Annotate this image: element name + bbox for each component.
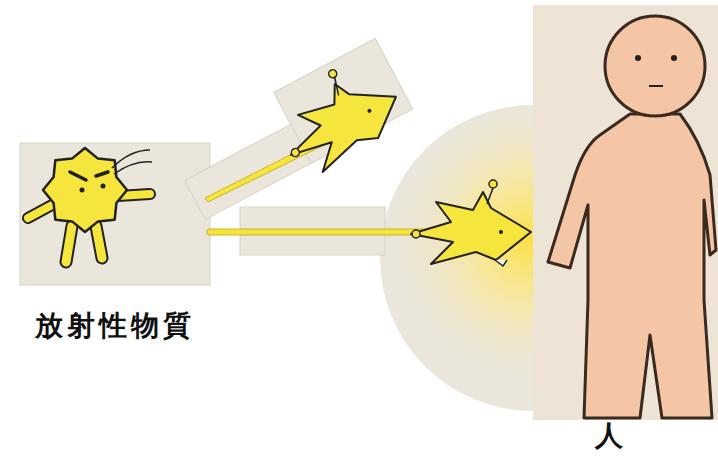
radiation-glow: [380, 105, 533, 411]
node-label: 放射性物質: [20, 309, 210, 343]
person-head: [605, 16, 705, 116]
upper-ray: [205, 49, 411, 202]
ray-creature-eye: [499, 230, 503, 234]
creature-body: [43, 148, 127, 232]
radioactive-creature: [28, 148, 152, 262]
creature-arm: [28, 205, 52, 218]
creature-arm-outline: [28, 205, 52, 218]
creature-leg-outline: [96, 226, 102, 258]
creature-brow: [96, 172, 108, 176]
node-label: 人: [595, 419, 718, 453]
ray-creature-tooth: [495, 260, 507, 266]
creature-leg: [96, 226, 102, 258]
upper-ray-panel: [168, 38, 413, 219]
ray-creature-eye: [367, 108, 372, 113]
ray-streak: [210, 230, 433, 235]
source-box: 放射性物質: [20, 143, 210, 343]
creature-leg: [66, 226, 72, 262]
radiation-ray: [210, 180, 531, 266]
creature-eye: [101, 184, 106, 189]
ray-creature: [265, 49, 411, 181]
creature-eye: [80, 188, 85, 193]
person-body: [548, 114, 716, 418]
person-mouth: [649, 85, 663, 87]
ray-creature-head: [411, 192, 531, 264]
ray-creature-arm: [487, 188, 493, 204]
ray-streak-edge: [210, 229, 433, 236]
person-eye: [635, 55, 641, 61]
creature-brow: [70, 172, 86, 180]
ray-creature-hand: [290, 147, 301, 158]
person-box: 人: [533, 5, 718, 453]
person-panel: [533, 5, 718, 420]
half-circle-panel: [380, 105, 533, 411]
ray-creature-body: [271, 61, 411, 181]
ray-creature-arm: [330, 77, 343, 95]
creature-whisker: [114, 162, 152, 174]
ray-creature-hand: [489, 180, 497, 188]
ray-creature-hand: [327, 68, 338, 79]
person-figure: [548, 16, 716, 418]
source-panel: [20, 143, 210, 285]
creature-leg-outline: [66, 226, 72, 262]
ray-creature-hand: [412, 230, 420, 238]
person-eye: [671, 55, 677, 61]
